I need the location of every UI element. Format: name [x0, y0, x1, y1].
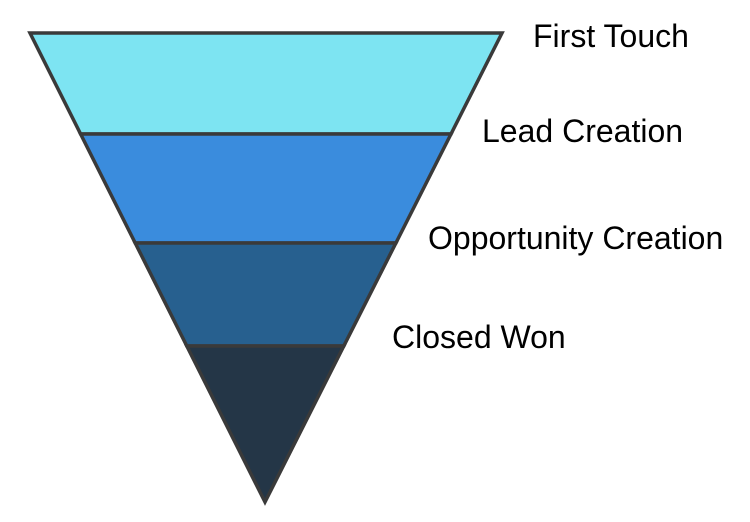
funnel-stage-opportunity-creation: [132, 241, 399, 348]
stage-label-first-touch: First Touch: [533, 18, 689, 54]
funnel-stage-lead-creation: [77, 132, 454, 245]
stage-label-closed-won: Closed Won: [392, 319, 566, 355]
stage-label-lead-creation: Lead Creation: [482, 113, 683, 149]
funnel-stage-labels: First Touch Lead Creation Opportunity Cr…: [392, 18, 723, 355]
stage-label-opportunity-creation: Opportunity Creation: [428, 220, 723, 256]
funnel-stage-first-touch: [27, 31, 505, 136]
funnel-stage-closed-won: [183, 344, 347, 506]
funnel-stages: [27, 31, 505, 506]
